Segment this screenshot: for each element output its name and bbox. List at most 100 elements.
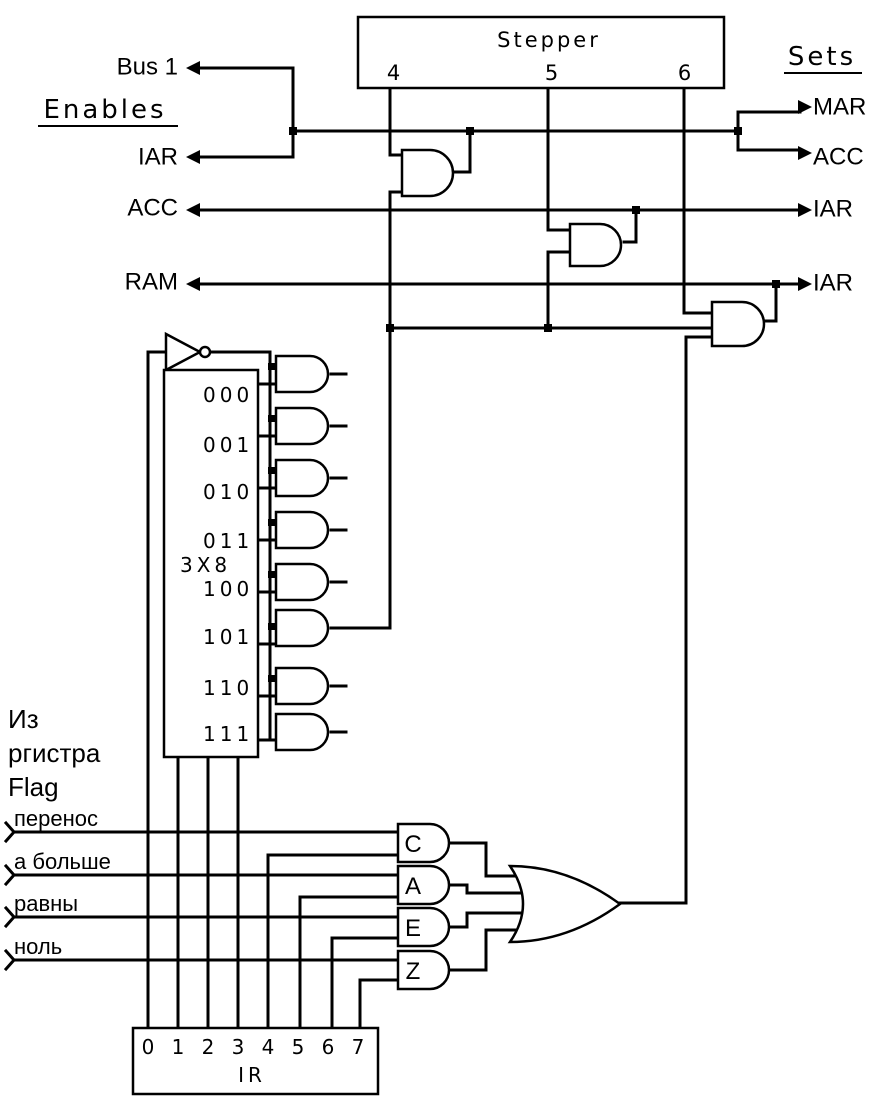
- junction-dot: [268, 415, 275, 422]
- arrow-right-iar-2: [798, 277, 812, 291]
- control-and-gates: [400, 148, 766, 348]
- ir-bit-6: 6: [322, 1035, 335, 1059]
- enables-header: Enables: [43, 95, 166, 125]
- flag-gate-z-label: Z: [406, 958, 421, 985]
- flag-title-line-3: Flag: [8, 772, 59, 802]
- flag-register-labels: Из ргистра Flag перенос а больше равны н…: [8, 704, 111, 959]
- junction-dot: [268, 571, 275, 578]
- and-gate-001: [274, 406, 330, 446]
- arrow-right-iar: [798, 203, 812, 217]
- and-gate-step5: [568, 222, 623, 268]
- decoder-name: 3X8: [180, 553, 231, 577]
- decoder-output-1: 001: [203, 433, 253, 457]
- junctions: [268, 127, 780, 682]
- junction-dot: [268, 467, 275, 474]
- stepper: Stepper 4 5 6: [356, 15, 726, 90]
- stepper-step-5: 5: [545, 61, 561, 85]
- flag-input-carry: перенос: [14, 806, 98, 831]
- decoder-output-3: 011: [203, 529, 253, 553]
- flag-input-zero: ноль: [14, 934, 62, 959]
- flag-title-line-1: Из: [8, 704, 39, 734]
- enable-bus1-label: Bus 1: [117, 53, 178, 80]
- flag-gate-c: [396, 822, 451, 864]
- ir-bit-5: 5: [292, 1035, 305, 1059]
- and-gate-100: [274, 562, 330, 602]
- and-gate-110: [274, 666, 330, 706]
- set-acc-label: ACC: [813, 143, 864, 170]
- junction-dot: [734, 127, 742, 135]
- flag-title-line-2: ргистра: [8, 738, 101, 768]
- and-gate-010: [274, 458, 330, 498]
- chevron-right-icon: [3, 905, 17, 929]
- flag-input-equal: равны: [14, 891, 78, 916]
- junction-dot: [268, 519, 275, 526]
- junction-dot: [466, 127, 474, 135]
- junction-dot: [268, 675, 275, 682]
- and-gate-000: [274, 354, 330, 394]
- set-iar-label-2: IAR: [813, 269, 853, 296]
- enable-ram-label: RAM: [125, 268, 178, 295]
- and-gate-011: [274, 510, 330, 550]
- ir-name: IR: [238, 1063, 266, 1087]
- inverter-bubble: [198, 345, 212, 359]
- stepper-box: [356, 15, 726, 90]
- decoder-box: [162, 368, 260, 759]
- chevron-right-icon: [3, 820, 17, 844]
- junction-dot: [772, 280, 780, 288]
- inverter: [164, 331, 212, 373]
- stepper-title: Stepper: [497, 28, 601, 52]
- enable-acc-label: ACC: [127, 194, 178, 221]
- ir-bit-2: 2: [202, 1035, 215, 1059]
- or-gate: [507, 864, 623, 944]
- decoder-and-gates: [274, 354, 330, 752]
- decoder-output-5: 101: [203, 625, 253, 649]
- set-iar-label: IAR: [813, 195, 853, 222]
- decoder-output-6: 110: [203, 676, 253, 700]
- arrow-right-mar: [798, 100, 812, 114]
- arrows: [3, 61, 812, 972]
- arrow-left-ram: [186, 277, 200, 291]
- junction-dot: [632, 206, 640, 214]
- stepper-step-6: 6: [678, 61, 694, 85]
- flag-gate-e: [396, 906, 451, 948]
- decoder-3x8: 3X8 000 001 010 011 100 101 110 111: [162, 368, 260, 759]
- stepper-step-4: 4: [387, 61, 403, 85]
- and-gate-step6: [710, 300, 766, 348]
- junction-dot: [289, 127, 297, 135]
- chevron-right-icon: [3, 863, 17, 887]
- ir-bit-1: 1: [172, 1035, 185, 1059]
- arrow-left-acc: [186, 203, 200, 217]
- decoder-output-2: 010: [203, 480, 253, 504]
- flag-and-gates: C A E Z: [396, 822, 451, 991]
- flag-gate-c-label: C: [404, 831, 421, 858]
- decoder-output-7: 111: [203, 722, 253, 746]
- ir-bit-7: 7: [352, 1035, 365, 1059]
- and-gate-111: [274, 712, 330, 752]
- and-gate-101: [274, 608, 330, 648]
- decoder-output-4: 100: [203, 577, 253, 601]
- junction-dot: [544, 324, 552, 332]
- arrow-left-iar: [186, 150, 200, 164]
- arrow-right-acc: [798, 146, 812, 160]
- flag-gate-z: [396, 949, 451, 991]
- junction-dot: [268, 623, 275, 630]
- ir-register: 0 1 2 3 4 5 6 7 IR: [131, 1026, 380, 1096]
- ir-box: [131, 1026, 380, 1096]
- ir-bit-0: 0: [142, 1035, 155, 1059]
- inverter-triangle: [164, 331, 203, 373]
- flag-input-greater: а больше: [14, 849, 111, 874]
- flag-gate-a-label: A: [405, 873, 421, 900]
- ir-bit-4: 4: [262, 1035, 275, 1059]
- chevron-right-icon: [3, 948, 17, 972]
- flag-gate-e-label: E: [405, 915, 421, 942]
- junction-dot: [386, 324, 394, 332]
- sets-header: Sets: [788, 42, 856, 72]
- and-gate-step4: [400, 148, 455, 198]
- enable-iar-label: IAR: [138, 143, 178, 170]
- junction-dot: [268, 363, 275, 370]
- arrow-left-bus1: [186, 61, 200, 75]
- decoder-output-0: 000: [203, 383, 253, 407]
- ir-bit-3: 3: [232, 1035, 245, 1059]
- flag-gate-a: [396, 864, 451, 906]
